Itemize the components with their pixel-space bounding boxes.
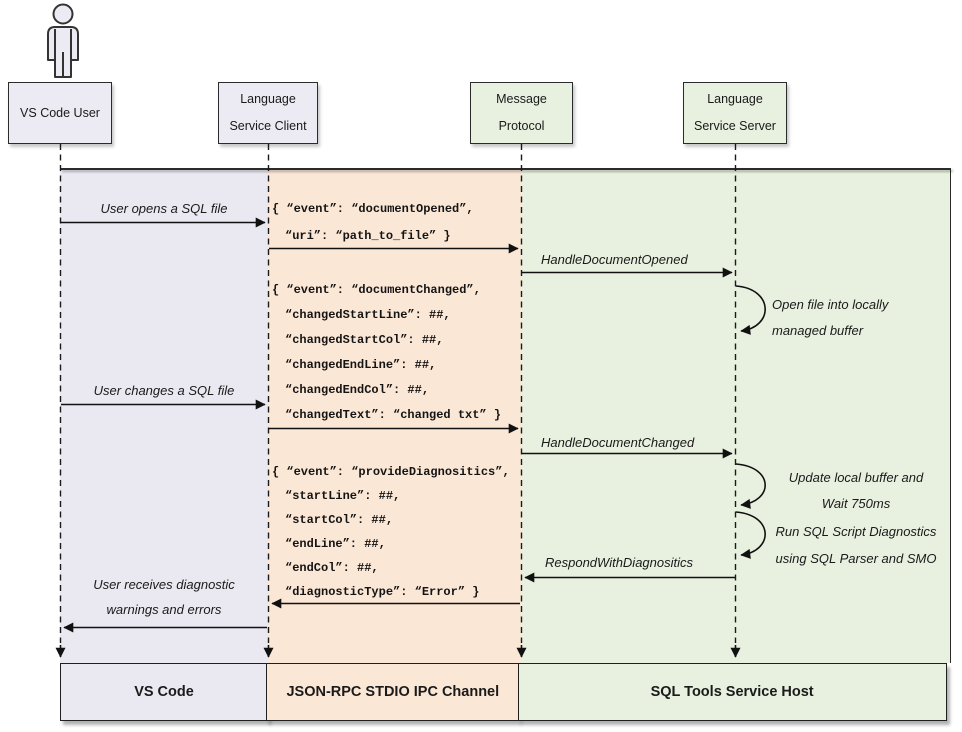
note-run-diagnostics: Run SQL Script Diagnostics using SQL Par… — [775, 524, 937, 566]
message-label-user-receives: User receives diagnostic warnings and er… — [93, 577, 235, 617]
message-label-user-opens: User opens a SQL file — [100, 201, 228, 216]
actor-label: VS Code User — [20, 105, 100, 120]
payload-line: “changedStartCol”: ##, — [285, 333, 444, 347]
note-open-file-buffer: Open file into locally managed buffer — [772, 297, 889, 338]
payload-line: “endCol”: ##, — [285, 561, 379, 575]
footer-label: VS Code — [134, 684, 194, 700]
footer-label: SQL Tools Service Host — [650, 684, 814, 700]
actor-label-line: Service Client — [229, 119, 307, 133]
actor-label-line: Message — [496, 92, 547, 106]
message-label-handle-document-changed: HandleDocumentChanged — [541, 435, 695, 450]
payload-line: “startLine”: ##, — [285, 489, 401, 503]
payload-line: { “event”: “provideDiagnositics”, — [272, 465, 510, 479]
actor-box-vscode-user: VS Code User — [8, 82, 112, 144]
payload-line: “changedEndCol”: ##, — [285, 383, 430, 397]
message-label-user-changes: User changes a SQL file — [93, 383, 235, 398]
lane-vscode — [60, 170, 268, 663]
payload-line: { “event”: “documentOpened”, — [272, 202, 474, 216]
actor-label-line: Protocol — [498, 119, 545, 133]
payload-provide-diagnostics: { “event”: “provideDiagnositics”, “start… — [272, 460, 510, 604]
actor-label-line: Language — [707, 92, 763, 106]
footer-boxes: VS Code JSON-RPC STDIO IPC Channel SQL T… — [60, 663, 947, 721]
payload-line: “changedStartLine”: ##, — [285, 308, 451, 322]
actor-box-message-protocol: Message Protocol — [470, 82, 573, 144]
payload-document-opened: { “event”: “documentOpened”, “uri”: “pat… — [272, 196, 474, 250]
payload-line: “startCol”: ##, — [285, 513, 394, 527]
payload-document-changed: { “event”: “documentChanged”, “changedSt… — [272, 278, 501, 428]
actor-label-line: Language — [240, 92, 296, 106]
footer-box-ipc-channel: JSON-RPC STDIO IPC Channel — [266, 663, 520, 721]
footer-label: JSON-RPC STDIO IPC Channel — [286, 684, 500, 700]
footer-box-sql-tools-host: SQL Tools Service Host — [517, 663, 947, 721]
lane-top-border — [60, 168, 951, 170]
message-label-respond-with-diagnostics: RespondWithDiagnositics — [545, 555, 694, 570]
actor-label-line: Service Server — [694, 119, 776, 133]
user-actor-icon — [47, 3, 79, 78]
message-label-handle-document-opened: HandleDocumentOpened — [541, 252, 688, 267]
payload-line: “changedText”: “changed txt” } — [285, 408, 502, 422]
payload-line: “endLine”: ##, — [285, 537, 386, 551]
payload-line: “uri”: “path_to_file” } — [285, 229, 451, 243]
payload-line: “diagnosticType”: “Error” } — [285, 585, 480, 599]
actor-box-language-service-server: Language Service Server — [683, 82, 787, 144]
footer-box-vscode: VS Code — [60, 663, 268, 721]
lane-ipc-channel — [268, 170, 521, 663]
note-update-buffer-wait: Update local buffer and Wait 750ms — [788, 470, 924, 511]
actor-box-language-service-client: Language Service Client — [218, 82, 318, 144]
lane-service-host — [521, 170, 950, 663]
payload-line: “changedEndLine”: ##, — [285, 358, 437, 372]
payload-line: { “event”: “documentChanged”, — [272, 283, 481, 297]
